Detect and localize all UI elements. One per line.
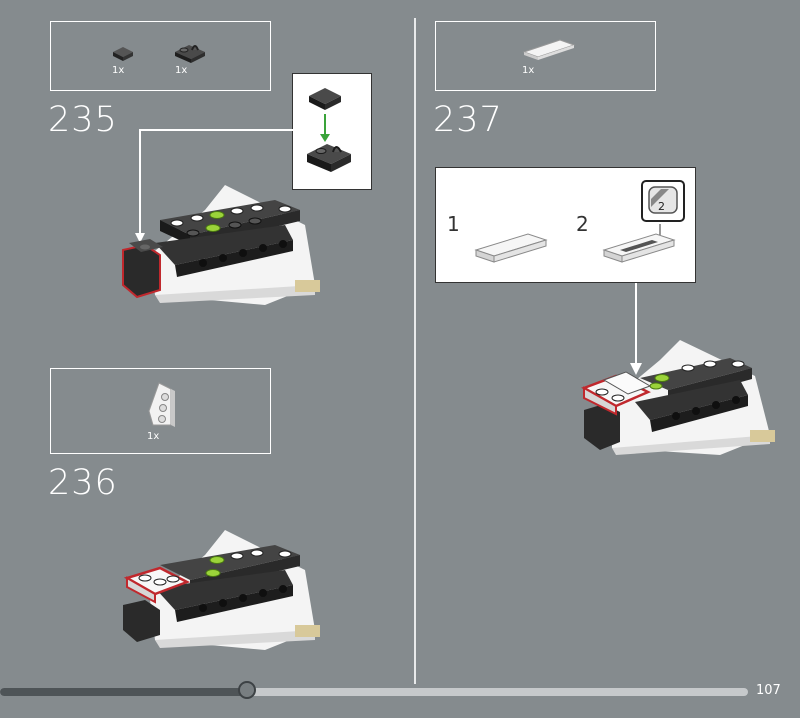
sub-step-1-label: 1 [447,212,460,236]
callout-237: 1 2 2 [435,167,696,283]
callout-235 [292,73,372,190]
step-number-237: 237 [433,100,503,140]
part-qty: 1x [522,65,535,76]
page-progress-fill [0,688,247,696]
sticker-number: 2 [658,200,665,213]
white-wedge-plate-icon [148,382,175,427]
tile-onto-clip-diagram [307,88,351,172]
page-progress-track[interactable] [0,688,748,696]
step-number-235: 235 [48,100,118,140]
column-divider [414,18,416,684]
sticker-icon [648,186,678,214]
parts-list-237: 1x [435,21,656,91]
callout-leader-237 [630,283,642,375]
callout-leader-235 [135,129,293,243]
parts-list-236: 1x [50,368,271,454]
part-qty: 1x [175,65,188,76]
parts-list-235: 1x 1x [50,21,271,91]
page-progress-handle[interactable] [237,681,256,699]
model-assembly-237 [581,340,775,455]
sub-step-2-label: 2 [576,212,589,236]
sticker-badge: 2 [641,180,685,222]
part-qty: 1x [147,431,160,442]
white-tile-subassembly [474,233,548,263]
black-tile-icon [113,47,133,61]
page-number: 107 [756,683,781,698]
model-assembly-236 [123,530,320,650]
part-qty: 1x [112,65,125,76]
white-tile-icon [522,39,576,60]
tile-with-sticker [602,224,676,263]
step-number-236: 236 [48,463,118,503]
model-assembly-235 [122,185,320,305]
black-clip-plate-icon [175,45,205,63]
